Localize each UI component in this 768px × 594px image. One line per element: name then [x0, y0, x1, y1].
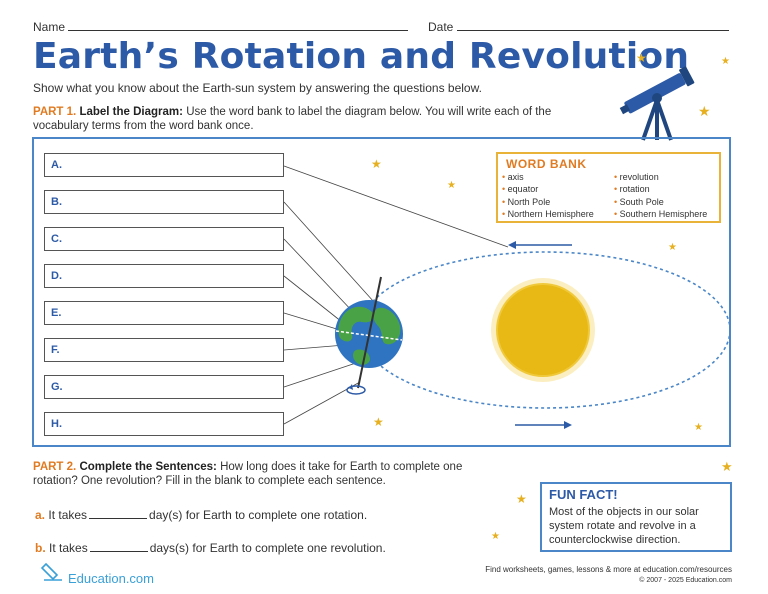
word-bank-item: • rotation: [614, 184, 650, 194]
label-letter: B.: [51, 196, 62, 208]
label-letter: A.: [51, 159, 62, 171]
word-bank-item: • revolution: [614, 172, 659, 182]
word-bank-item: • axis: [502, 172, 524, 182]
word-bank-title: WORD BANK: [506, 157, 587, 171]
footer-link[interactable]: Find worksheets, games, lessons & more a…: [485, 565, 732, 574]
word-bank-item: • Northern Hemisphere: [502, 209, 594, 219]
date-field[interactable]: Date: [428, 20, 729, 34]
star-icon: ★: [491, 531, 500, 542]
star-icon: ★: [636, 51, 647, 65]
label-letter: C.: [51, 233, 62, 245]
name-label: Name: [33, 20, 66, 34]
telescope-icon: [619, 66, 695, 141]
word-bank-item: • Southern Hemisphere: [614, 209, 708, 219]
part1-tag: PART 1.: [33, 106, 77, 118]
answer-blank-a[interactable]: [89, 518, 148, 519]
revolution-arrow-bottom: [515, 421, 572, 429]
fun-fact-title: FUN FACT!: [549, 487, 618, 502]
word-bank-item: • South Pole: [614, 197, 664, 207]
revolution-arrow-top: [508, 241, 572, 249]
fun-fact-box: FUN FACT! Most of the objects in our sol…: [540, 482, 732, 552]
part2-heading: Complete the Sentences:: [79, 461, 217, 473]
part1-text: Use the word bank to label the diagram b…: [33, 106, 552, 132]
diagram-frame: [32, 137, 731, 447]
star-icon: ★: [373, 415, 384, 429]
name-field[interactable]: Name: [33, 20, 409, 34]
star-icon: ★: [371, 157, 382, 171]
date-line[interactable]: [456, 30, 729, 31]
part2-text: How long does it take for Earth to compl…: [33, 461, 463, 487]
star-icon: ★: [516, 492, 527, 506]
part2-tag: PART 2.: [33, 461, 77, 473]
label-letter: H.: [51, 418, 62, 430]
leader-lines: [283, 165, 509, 425]
label-box-c[interactable]: C.: [44, 227, 284, 251]
label-letter: F.: [51, 344, 60, 356]
word-bank-item: • equator: [502, 184, 539, 194]
label-box-b[interactable]: B.: [44, 190, 284, 214]
earth-icon: [335, 276, 403, 395]
word-bank: WORD BANK • axis • equator • North Pole …: [496, 152, 721, 223]
star-icon: ★: [698, 103, 711, 119]
part1-instructions: PART 1. Label the Diagram: Use the word …: [33, 105, 593, 133]
name-line[interactable]: [68, 30, 409, 31]
star-icon: ★: [694, 422, 703, 433]
label-letter: D.: [51, 270, 62, 282]
word-bank-item: • North Pole: [502, 197, 551, 207]
sun-icon: [496, 283, 590, 377]
star-icon: ★: [447, 180, 456, 191]
star-icon: ★: [721, 56, 730, 67]
label-letter: G.: [51, 381, 63, 393]
brand-name: Education.com: [68, 571, 154, 586]
label-box-e[interactable]: E.: [44, 301, 284, 325]
star-icon: ★: [668, 242, 677, 253]
pencil-logo-icon: [40, 562, 62, 581]
label-box-f[interactable]: F.: [44, 338, 284, 362]
copyright: © 2007 - 2025 Education.com: [639, 577, 732, 584]
fun-fact-text: Most of the objects in our solar system …: [549, 506, 699, 546]
label-box-g[interactable]: G.: [44, 375, 284, 399]
label-box-a[interactable]: A.: [44, 153, 284, 177]
label-box-h[interactable]: H.: [44, 412, 284, 436]
label-box-d[interactable]: D.: [44, 264, 284, 288]
subtitle: Show what you know about the Earth-sun s…: [33, 81, 482, 95]
part1-heading: Label the Diagram:: [79, 106, 183, 118]
part2-instructions: PART 2. Complete the Sentences: How long…: [33, 460, 488, 488]
date-label: Date: [428, 20, 454, 34]
star-icon: ★: [721, 459, 733, 474]
label-letter: E.: [51, 307, 62, 319]
orbit-path: [359, 251, 731, 409]
answer-blank-b[interactable]: [89, 551, 148, 552]
page-title: Earth’s Rotation and Revolution: [33, 36, 690, 77]
